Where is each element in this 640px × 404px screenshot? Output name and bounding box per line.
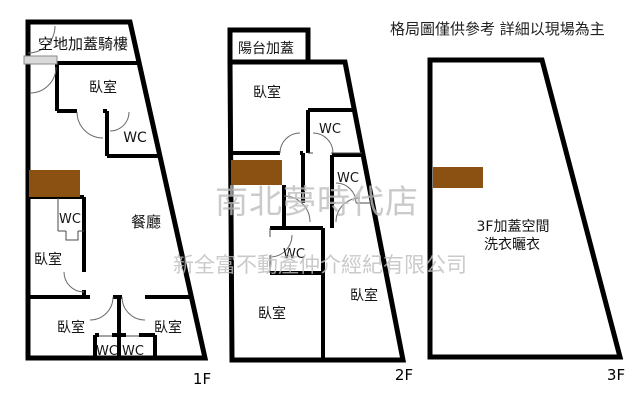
2f-floor-label: 2F: [395, 366, 413, 384]
1f-floor-label: 1F: [193, 370, 211, 388]
1f-room-wc-top: WC: [123, 130, 147, 146]
watermark-line1: 南北夢時代店: [215, 182, 419, 221]
3f-room-rooftop-line2: 洗衣曬衣: [484, 237, 540, 253]
1f-wc-mid-partition: [57, 198, 139, 337]
1f-room-bedroom-mid: 臥室: [34, 251, 62, 268]
2f-thin-partitions: [269, 152, 372, 273]
2f-room-wc-mid: WC: [337, 171, 359, 186]
3f-room-rooftop-line1: 3F加蓋空間: [477, 219, 550, 235]
2f-door-arcs: [269, 132, 361, 258]
1f-room-dining: 餐廳: [131, 213, 161, 231]
1f-interior-walls: [28, 61, 191, 358]
2f-room-bedroom-bottom-right: 臥室: [350, 287, 378, 304]
2f-room-wc-upper: WC: [319, 122, 341, 137]
2f-room-bedroom-top: 臥室: [253, 84, 281, 101]
watermark-line2: 新全富不動產仲介經紀有限公司: [173, 253, 467, 277]
1f-outline: [25, 19, 209, 361]
2f-stairs: [231, 160, 282, 185]
2f-room-balcony: 陽台加蓋: [238, 41, 294, 57]
1f-window-band: [23, 55, 58, 65]
1f-room-bedroom-top: 臥室: [89, 79, 117, 96]
floorplan-2f: 陽台加蓋 臥室 WC WC WC 臥室 臥室 2F: [227, 27, 413, 384]
1f-room-wc-mid: WC: [59, 212, 81, 227]
watermark: 南北夢時代店 新全富不動產仲介經紀有限公司: [173, 182, 467, 277]
disclaimer-text: 格局圖僅供參考 詳細以現場為主: [390, 20, 605, 38]
floorplan-1f: 空地加蓋騎樓 臥室 WC 餐廳 WC 臥室 臥室 臥室 WC WC 1F: [23, 19, 211, 388]
2f-room-wc-lower: WC: [283, 247, 305, 262]
2f-interior-walls: [230, 108, 363, 360]
1f-room-bedroom-bottom-right: 臥室: [154, 319, 182, 336]
1f-room-bedroom-bottom-left: 臥室: [57, 319, 85, 336]
1f-room-wc-bottom-left: WC: [96, 344, 118, 359]
3f-floor-label: 3F: [607, 366, 625, 384]
3f-stairs: [433, 167, 483, 188]
1f-stairs: [29, 170, 80, 197]
1f-room-wc-bottom-right: WC: [122, 344, 144, 359]
1f-door-arcs: [27, 25, 146, 321]
floorplan-3f: 3F加蓋空間 洗衣曬衣 3F: [427, 57, 625, 384]
2f-room-bedroom-bottom-left: 臥室: [258, 305, 286, 322]
3f-outline: [427, 57, 624, 360]
1f-room-arcade: 空地加蓋騎樓: [38, 35, 128, 53]
2f-balcony-outline: [227, 27, 311, 62]
